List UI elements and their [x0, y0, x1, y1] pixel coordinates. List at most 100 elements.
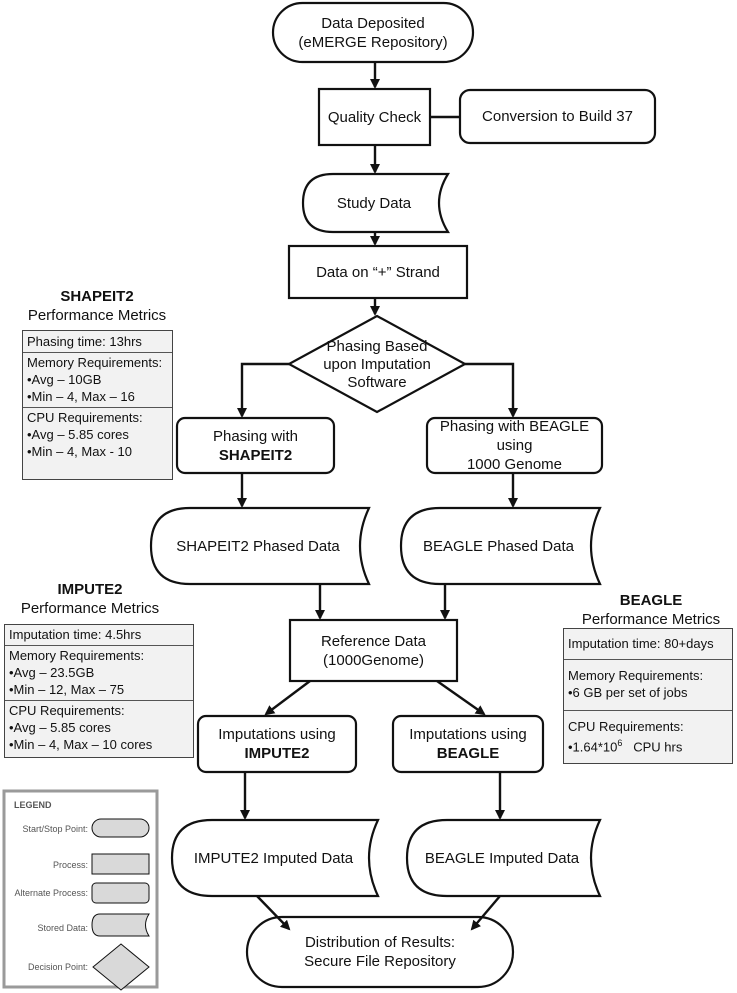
phasing-shapeit2-shape: [175, 416, 336, 475]
decision-line2: upon Imputation: [323, 356, 431, 373]
legend-start-stop-shape: [91, 818, 150, 838]
legend-decision-shape: [92, 943, 150, 991]
impute2-memory-section: Memory Requirements: •Avg – 23.5GB •Min …: [5, 646, 193, 701]
beagle-cpu-exponent: 6: [617, 738, 623, 748]
imputations-impute2-shape: [196, 714, 358, 774]
legend-title: LEGEND: [14, 800, 52, 810]
arrow-reference-to-impute2: [264, 680, 311, 716]
phasing-beagle-node: Phasing with BEAGLE using 1000 Genome: [427, 418, 602, 473]
shapeit2-phasing-time: Phasing time: 13hrs: [27, 334, 142, 349]
imputations-impute2-line1: Imputations using: [218, 726, 336, 743]
beagle-imputed-shape: [405, 818, 602, 898]
imputations-impute2-node: Imputations using IMPUTE2: [198, 716, 356, 772]
legend-process-shape: [91, 853, 150, 875]
impute2-imputed-node: IMPUTE2 Imputed Data: [174, 820, 373, 896]
impute2-cpu-range: •Min – 4, Max – 10 cores: [9, 737, 153, 752]
reference-data-line2: (1000Genome): [323, 651, 424, 669]
conversion-label: Conversion to Build 37: [482, 108, 633, 125]
plus-strand-label: Data on “+” Strand: [316, 263, 440, 281]
start-terminal: Data Deposited (eMERGE Repository): [273, 3, 473, 62]
shapeit2-memory-title: Memory Requirements:: [27, 355, 163, 370]
beagle-memory-section: Memory Requirements: •6 GB per set of jo…: [564, 660, 732, 711]
impute2-cpu-title: CPU Requirements:: [9, 703, 125, 718]
beagle-memory-title: Memory Requirements:: [568, 668, 704, 683]
shapeit2-cpu-avg: •Avg – 5.85 cores: [27, 427, 129, 442]
beagle-imputed-node: BEAGLE Imputed Data: [409, 820, 595, 896]
decision-diamond: [286, 314, 468, 414]
decision-line3: Software: [347, 374, 407, 391]
decision-line1: Phasing Based: [326, 338, 428, 355]
beagle-cpu-section: CPU Requirements: •1.64*106 CPU hrs: [564, 711, 732, 759]
impute2-memory-range: •Min – 12, Max – 75: [9, 682, 125, 697]
beagle-cpu-value: •1.64*106 CPU hrs: [568, 735, 728, 755]
impute2-cpu-section: CPU Requirements: •Avg – 5.85 cores •Min…: [5, 701, 193, 755]
shapeit2-metrics-box: Phasing time: 13hrs Memory Requirements:…: [22, 330, 173, 480]
shapeit2-metrics-subheading: Performance Metrics: [27, 307, 167, 324]
legend-alternate-label: Alternate Process:: [14, 888, 88, 898]
legend-alternate-shape: [91, 882, 150, 904]
shapeit2-metrics-heading: SHAPEIT2: [60, 288, 134, 305]
conversion-node: Conversion to Build 37: [460, 90, 655, 143]
reference-data-node: Reference Data (1000Genome): [290, 620, 457, 681]
beagle-metrics-box: Imputation time: 80+days Memory Requirem…: [563, 628, 733, 764]
quality-check-node: Quality Check: [319, 89, 430, 145]
shapeit2-phased-node: SHAPEIT2 Phased Data: [152, 508, 364, 584]
legend-process-label: Process:: [52, 860, 88, 870]
start-terminal-line2: (eMERGE Repository): [298, 33, 448, 51]
plus-strand-node: Data on “+” Strand: [289, 246, 467, 298]
impute2-memory-title: Memory Requirements:: [9, 648, 145, 663]
impute2-imputed-label: IMPUTE2 Imputed Data: [193, 849, 354, 867]
shapeit2-memory-avg: •Avg – 10GB: [27, 372, 102, 387]
shapeit2-metrics-title: SHAPEIT2 Performance Metrics: [12, 287, 182, 325]
arrow-decision-to-beagle: [465, 362, 518, 418]
quality-check-label: Quality Check: [327, 108, 422, 126]
end-terminal-shape: [245, 915, 515, 989]
shapeit2-cpu-range: •Min – 4, Max - 10: [27, 444, 132, 459]
phasing-beagle-shape: [425, 416, 604, 475]
phasing-beagle-line2: 1000 Genome: [466, 456, 563, 473]
quality-check-shape: [317, 87, 432, 147]
impute2-metrics-box: Imputation time: 4.5hrs Memory Requireme…: [4, 624, 194, 758]
legend-stored-shape: [91, 913, 150, 937]
beagle-phased-label: BEAGLE Phased Data: [423, 537, 574, 555]
impute2-metrics-title: IMPUTE2 Performance Metrics: [5, 580, 175, 618]
study-data-shape: [301, 172, 450, 234]
shapeit2-memory-section: Memory Requirements: •Avg – 10GB •Min – …: [23, 353, 172, 408]
end-terminal-line2: Secure File Repository: [304, 953, 456, 970]
beagle-cpu-base: •1.64*10: [568, 739, 618, 755]
plus-strand-shape: [287, 244, 469, 300]
beagle-memory-value: •6 GB per set of jobs: [568, 685, 688, 700]
phasing-shapeit2-line1: Phasing with: [212, 427, 299, 445]
arrow-decision-to-shapeit2: [237, 362, 289, 418]
impute2-time: Imputation time: 4.5hrs: [9, 627, 142, 642]
start-terminal-line1: Data Deposited: [321, 14, 425, 32]
imputations-impute2-line2: IMPUTE2: [244, 745, 310, 762]
arrow-impute2-imputed-to-end: [256, 895, 291, 931]
impute2-memory-avg: •Avg – 23.5GB: [9, 665, 95, 680]
reference-data-shape: [288, 618, 459, 683]
legend-stored-label: Stored Data:: [37, 923, 88, 933]
decision-node: Phasing Based upon Imputation Software: [300, 336, 454, 394]
beagle-cpu-title: CPU Requirements:: [568, 719, 684, 734]
legend-start-stop-label: Start/Stop Point:: [22, 824, 88, 834]
phasing-beagle-line1: Phasing with BEAGLE using: [439, 418, 590, 454]
impute2-metrics-heading: IMPUTE2: [57, 581, 123, 598]
impute2-imputed-shape: [170, 818, 380, 898]
legend-panel: [2, 789, 159, 991]
shapeit2-phased-shape: [149, 506, 371, 586]
imputations-beagle-node: Imputations using BEAGLE: [393, 716, 543, 772]
start-terminal-shape: [271, 1, 475, 64]
shapeit2-cpu-title: CPU Requirements:: [27, 410, 143, 425]
study-data-label: Study Data: [336, 194, 412, 212]
beagle-metrics-subheading: Performance Metrics: [581, 611, 721, 628]
end-terminal: Distribution of Results: Secure File Rep…: [247, 917, 513, 987]
shapeit2-phasing-section: Phasing time: 13hrs: [23, 331, 172, 353]
legend-decision-label: Decision Point:: [27, 962, 88, 972]
shapeit2-phased-label: SHAPEIT2 Phased Data: [176, 537, 340, 555]
impute2-time-section: Imputation time: 4.5hrs: [5, 625, 193, 646]
beagle-time: Imputation time: 80+days: [568, 636, 714, 651]
impute2-metrics-subheading: Performance Metrics: [20, 600, 160, 617]
imputations-beagle-shape: [391, 714, 545, 774]
phasing-shapeit2-line2: SHAPEIT2: [218, 446, 293, 464]
